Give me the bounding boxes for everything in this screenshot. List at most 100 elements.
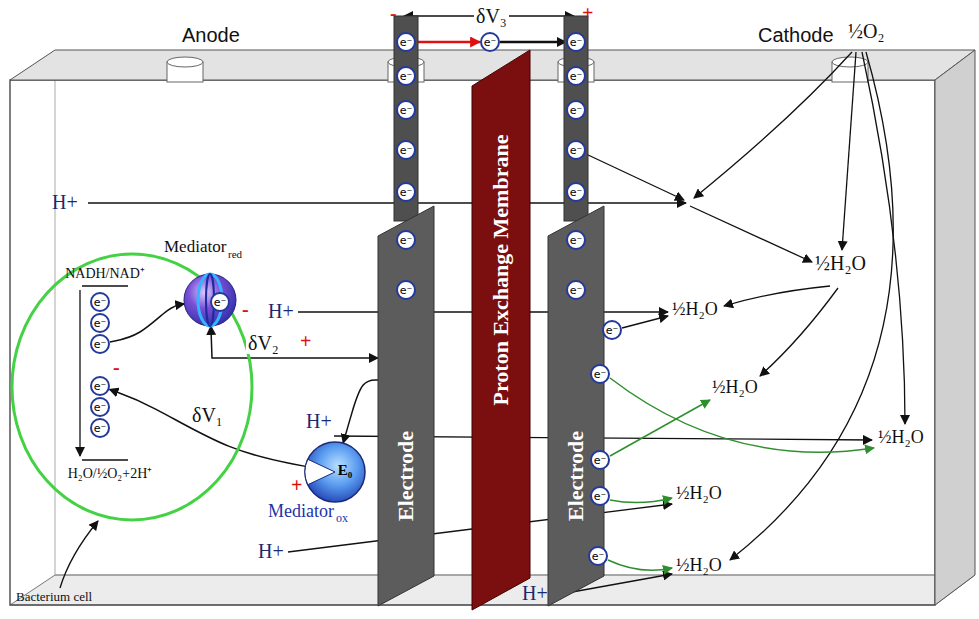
electron-label: e⁻ xyxy=(592,551,605,562)
mediator-oxidized: E₀ Mediatorox xyxy=(262,428,378,526)
potential-label: δV₁ xyxy=(190,404,225,426)
electron: e⁻ xyxy=(590,486,610,506)
electron-label: e⁻ xyxy=(594,491,607,502)
electron-label: e⁻ xyxy=(214,297,227,308)
electron-label: e⁻ xyxy=(594,455,607,466)
mediator-subscript: ox xyxy=(336,512,348,525)
electron: e⁻ xyxy=(590,364,610,384)
mediator-subscript: red xyxy=(228,248,242,260)
chain-tick xyxy=(82,459,128,460)
electrode-label: Electrode xyxy=(564,429,588,523)
electron-label: e⁻ xyxy=(94,402,107,413)
electron-label: e⁻ xyxy=(594,369,607,380)
cathode-electrode: Electrode e⁻ e⁻ e⁻ e⁻ e⁻ e⁻ e⁻ e⁻ e⁻ e⁻ e⁻ e⁻ xyxy=(548,16,624,608)
electron-label: e⁻ xyxy=(94,297,107,308)
connector-arrow xyxy=(109,389,305,466)
water-arrow xyxy=(760,288,838,376)
mediator-label: Mediator xyxy=(268,502,334,522)
proton-label: H+ xyxy=(258,540,284,562)
electron: e⁻ xyxy=(396,32,416,52)
electron-chain-arrow xyxy=(79,290,80,456)
electron-shape xyxy=(591,365,609,383)
electron-arrow xyxy=(586,154,684,200)
electron: e⁻ xyxy=(396,66,416,86)
electron: e⁻ xyxy=(90,313,110,333)
cell-label: Bacterium cell xyxy=(16,590,92,604)
electron-shape xyxy=(397,281,415,299)
electron-shape xyxy=(603,321,621,339)
electron-arrows xyxy=(608,378,874,570)
drawing-part xyxy=(610,400,710,456)
electron: e⁻ xyxy=(90,292,110,312)
electron-shape xyxy=(591,451,609,469)
potential-label: δV₃ xyxy=(474,5,509,27)
electron-shape xyxy=(567,231,585,249)
electron: e⁻ xyxy=(396,230,416,250)
electron-label: e⁻ xyxy=(400,285,413,296)
polarity-sign: + xyxy=(300,330,311,352)
electron-shape xyxy=(567,67,585,85)
electron: e⁻ xyxy=(566,230,586,250)
electron-label: e⁻ xyxy=(570,145,583,156)
electron-label: e⁻ xyxy=(570,187,583,198)
proton-arrow xyxy=(88,202,686,203)
electron-label: e⁻ xyxy=(570,285,583,296)
redox-couple: NADH/NAD⁺ xyxy=(65,266,145,281)
mediator-oxidized-shape xyxy=(305,442,365,502)
drawing-part xyxy=(610,378,874,452)
electron: e⁻ xyxy=(210,292,230,312)
electron: e⁻ xyxy=(396,182,416,202)
oxygen-arrow xyxy=(730,52,893,560)
electron-label: e⁻ xyxy=(94,339,107,350)
electron-shape xyxy=(567,141,585,159)
redox-couple: H₂O/½O₂+2H⁺ xyxy=(68,466,153,481)
polarity-sign: + xyxy=(582,2,593,24)
water-label: ½H₂O xyxy=(712,378,758,398)
electron-shape xyxy=(91,419,109,437)
anode-electrode: Electrodee⁻e⁻e⁻e⁻e⁻e⁻e⁻ xyxy=(378,16,434,608)
electron-label: e⁻ xyxy=(570,37,583,48)
oxygen-arrow xyxy=(862,52,905,424)
water-arrow xyxy=(690,206,812,262)
connector-arrow xyxy=(110,304,184,342)
electron: e⁻ xyxy=(90,418,110,438)
tank-edge xyxy=(55,50,56,575)
electron-label: e⁻ xyxy=(400,71,413,82)
drawing-part xyxy=(610,498,672,503)
electron-label: e⁻ xyxy=(400,145,413,156)
electron-shape xyxy=(481,33,499,51)
electron-shape xyxy=(91,314,109,332)
electron-label: e⁻ xyxy=(570,71,583,82)
electron-label: e⁻ xyxy=(94,318,107,329)
electron: e⁻ xyxy=(90,376,110,396)
proton-label: H+ xyxy=(306,410,332,432)
water-label: ½H₂O xyxy=(878,428,924,448)
leader-line xyxy=(60,521,98,588)
electron: e⁻ xyxy=(396,280,416,300)
electron-shape xyxy=(91,293,109,311)
anode-electrode-shape xyxy=(378,206,434,606)
electron: e⁻ xyxy=(566,182,586,202)
electron-label: e⁻ xyxy=(570,105,583,116)
connector-arrow xyxy=(343,380,378,443)
electron: e⁻ xyxy=(588,546,608,566)
proton-exchange-membrane-shape xyxy=(472,50,530,610)
bacterium-cell-shape xyxy=(12,254,252,520)
drawing-part xyxy=(167,57,203,67)
electron-shape xyxy=(397,67,415,85)
electron-label: e⁻ xyxy=(94,381,107,392)
water-label: ½H₂O xyxy=(815,252,866,274)
electron-shape xyxy=(567,281,585,299)
electron-shape xyxy=(397,231,415,249)
electron: e⁻ xyxy=(566,140,586,160)
electron-label: e⁻ xyxy=(400,37,413,48)
electron-shape xyxy=(397,183,415,201)
potential-label: δV₂ xyxy=(246,332,281,354)
electron-shape xyxy=(91,335,109,353)
potential-label: E₀ xyxy=(338,462,353,479)
electron-label: e⁻ xyxy=(606,325,619,336)
electron: e⁻ xyxy=(590,450,610,470)
electron: e⁻ xyxy=(396,140,416,160)
electron: e⁻ xyxy=(90,397,110,417)
water-arrow xyxy=(724,286,830,306)
